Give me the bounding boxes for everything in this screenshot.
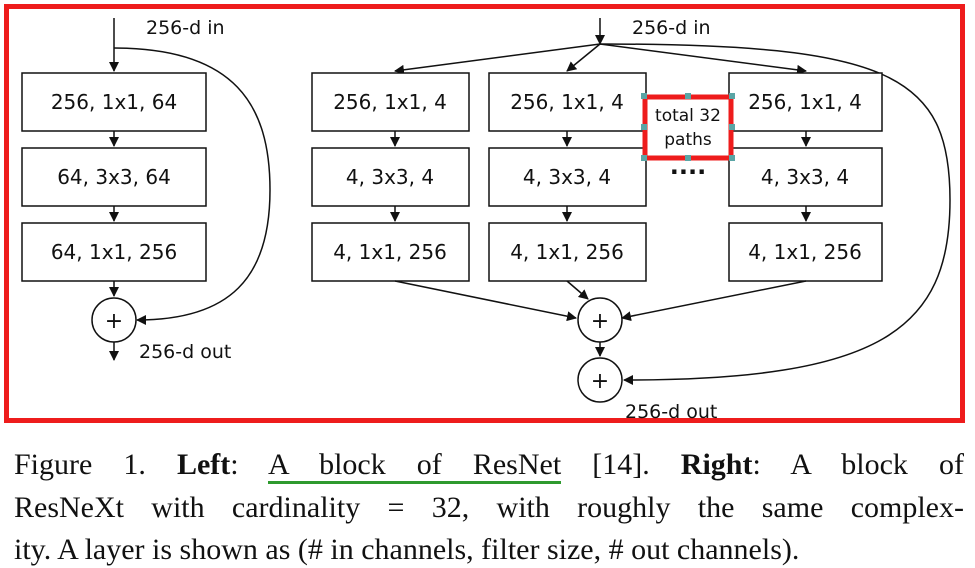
merge-arrow-path-1: [394, 280, 577, 322]
caption-right-label: Right: [680, 448, 753, 481]
right-path-1-layer-3: 4, 1x1, 256: [311, 222, 470, 282]
handle-top-left[interactable]: [641, 93, 647, 99]
right-path-3-layer-1: 256, 1x1, 4: [728, 72, 883, 132]
left-output-label: 256-d out: [139, 341, 231, 363]
handle-bottom-right[interactable]: [729, 155, 735, 161]
right-path-2-layer-2-label: 4, 3x3, 4: [523, 165, 611, 189]
caption-line-2: ResNeXt with cardinality = 32, with roug…: [14, 490, 964, 524]
right-path-1-layer-3-label: 4, 1x1, 256: [333, 240, 447, 264]
right-aggregate-node: +: [577, 297, 623, 343]
left-layer-1-label: 256, 1x1, 64: [51, 90, 177, 114]
left-sum-symbol: +: [105, 309, 123, 334]
paths-ellipsis: ····: [670, 158, 706, 186]
handle-top-mid[interactable]: [685, 93, 691, 99]
handle-mid-right[interactable]: [729, 124, 735, 130]
handle-bottom-mid[interactable]: [685, 155, 691, 161]
caption-resnet-link[interactable]: A block of ResNet: [268, 448, 562, 484]
left-sum-node: +: [91, 297, 137, 343]
right-path-2-layer-1: 256, 1x1, 4: [488, 72, 647, 132]
left-layer-2: 64, 3x3, 64: [21, 147, 207, 207]
left-layer-2-label: 64, 3x3, 64: [57, 165, 171, 189]
right-path-3-layer-3: 4, 1x1, 256: [728, 222, 883, 282]
right-split-path-3: [599, 43, 807, 75]
right-sum-symbol: +: [591, 369, 609, 394]
handle-top-right[interactable]: [729, 93, 735, 99]
right-aggregate-symbol: +: [591, 309, 609, 334]
right-path-1-layer-1-label: 256, 1x1, 4: [333, 90, 447, 114]
right-shortcut-connection: [599, 43, 951, 385]
merge-arrow-path-3: [621, 280, 807, 322]
caption-citation[interactable]: [14].: [592, 448, 650, 481]
annotation-line-1: total 32: [655, 106, 721, 126]
right-output-label: 256-d out: [625, 401, 717, 423]
right-path-2-layer-2: 4, 3x3, 4: [488, 147, 647, 207]
figure-highlight-frame: [4, 4, 965, 423]
right-path-3-layer-2: 4, 3x3, 4: [728, 147, 883, 207]
left-layer-3-label: 64, 1x1, 256: [51, 240, 177, 264]
right-path-3-layer-1-label: 256, 1x1, 4: [748, 90, 862, 114]
right-path-1-layer-1: 256, 1x1, 4: [311, 72, 470, 132]
right-input-label: 256-d in: [632, 17, 711, 39]
merge-arrow-path-2: [566, 280, 589, 300]
left-shortcut-connection: [113, 47, 271, 325]
right-path-1-layer-2-label: 4, 3x3, 4: [346, 165, 434, 189]
right-path-3-layer-3-label: 4, 1x1, 256: [748, 240, 862, 264]
handle-bottom-left[interactable]: [641, 155, 647, 161]
handle-mid-left[interactable]: [641, 124, 647, 130]
right-path-2-layer-3-label: 4, 1x1, 256: [510, 240, 624, 264]
caption-right-text: : A block of: [752, 448, 964, 481]
caption-line-3: ity. A layer is shown as (# in channels,…: [14, 533, 800, 566]
annotation-line-2: paths: [664, 130, 712, 150]
right-path-1-layer-2: 4, 3x3, 4: [311, 147, 470, 207]
total-paths-annotation[interactable]: total 32 paths: [642, 94, 734, 161]
resnext-diagram: 256-d in 256, 1x1, 64 64, 3x3, 64 64, 1x…: [21, 17, 951, 423]
left-layer-1: 256, 1x1, 64: [21, 72, 207, 132]
right-split-path-1: [394, 43, 601, 75]
caption-line-1: Figure 1. Left: A block of ResNet [14]. …: [14, 444, 964, 487]
figure-caption: Figure 1. Left: A block of ResNet [14]. …: [14, 444, 964, 568]
right-path-2-layer-1-label: 256, 1x1, 4: [510, 90, 624, 114]
caption-left-label: Left: [176, 448, 231, 481]
left-layer-3: 64, 1x1, 256: [21, 222, 207, 282]
right-split-path-2: [566, 43, 601, 72]
caption-figure-label: Figure 1.: [14, 448, 146, 481]
left-input-label: 256-d in: [146, 17, 225, 39]
right-path-3-layer-2-label: 4, 3x3, 4: [761, 165, 849, 189]
right-sum-node: +: [577, 357, 623, 403]
right-path-2-layer-3: 4, 1x1, 256: [488, 222, 647, 282]
selection-handles[interactable]: [641, 93, 735, 161]
